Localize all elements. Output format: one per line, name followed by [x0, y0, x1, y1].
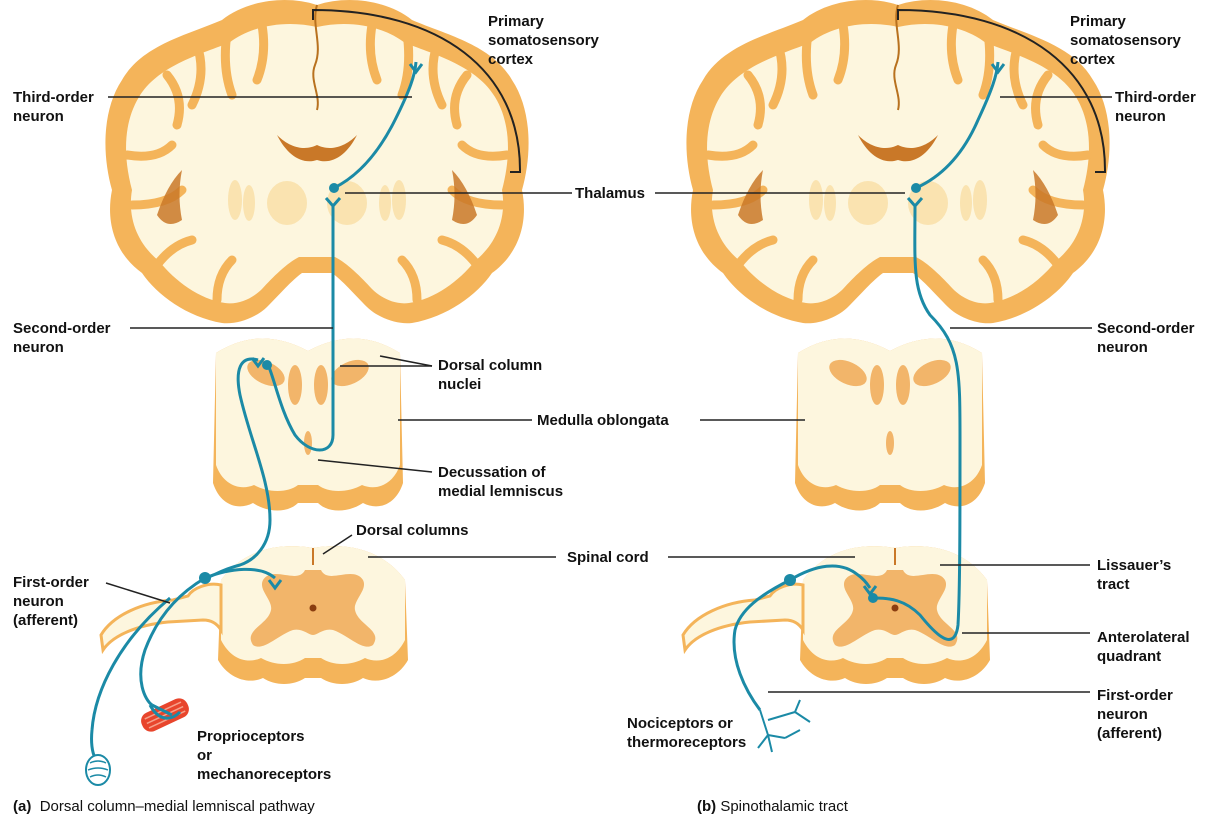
brain-section-a — [105, 0, 528, 323]
label-receptors-b: Nociceptors or thermoreceptors — [627, 714, 746, 752]
free-nerve-endings — [758, 700, 810, 752]
label-third-order-neuron-b: Third-order neuron — [1115, 88, 1196, 126]
label-dorsal-column-nuclei: Dorsal column nuclei — [438, 356, 542, 394]
label-medulla-oblongata: Medulla oblongata — [537, 411, 669, 430]
label-decussation: Decussation of medial lemniscus — [438, 463, 563, 501]
spinal-cord-section-a — [101, 546, 408, 684]
label-primary-cortex-a: Primary somatosensory cortex — [488, 12, 599, 69]
label-third-order-neuron-a: Third-order neuron — [13, 88, 94, 126]
label-primary-cortex-b: Primary somatosensory cortex — [1070, 12, 1181, 69]
label-second-order-neuron-a: Second-order neuron — [13, 319, 111, 357]
label-first-order-neuron-b: First-order neuron (afferent) — [1097, 686, 1173, 743]
label-spinal-cord: Spinal cord — [567, 548, 649, 567]
caption-panel-b: (b) Spinothalamic tract — [697, 798, 848, 815]
brain-section-b — [686, 0, 1109, 323]
caption-letter-a: (a) — [13, 798, 31, 815]
label-lissauers-tract: Lissauer’s tract — [1097, 556, 1171, 594]
caption-title-b: Spinothalamic tract — [720, 798, 848, 815]
caption-title-a: Dorsal column–medial lemniscal pathway — [40, 798, 315, 815]
caption-panel-a: (a) Dorsal column–medial lemniscal pathw… — [13, 798, 315, 815]
thalamus-cell-body-b — [911, 183, 921, 193]
drg-cell-body-a — [199, 572, 211, 584]
label-second-order-neuron-b: Second-order neuron — [1097, 319, 1195, 357]
caption-letter-b: (b) — [697, 798, 716, 815]
label-thalamus: Thalamus — [575, 184, 645, 203]
thalamus-cell-body-a — [329, 183, 339, 193]
label-anterolateral-quadrant: Anterolateral quadrant — [1097, 628, 1190, 666]
label-dorsal-columns: Dorsal columns — [356, 521, 469, 540]
proprioceptor-spindle — [138, 695, 192, 734]
label-receptors-a: Proprioceptors or mechanoreceptors — [197, 727, 331, 784]
label-first-order-neuron-a: First-order neuron (afferent) — [13, 573, 89, 630]
nucleus-cell-body-a — [262, 360, 272, 370]
